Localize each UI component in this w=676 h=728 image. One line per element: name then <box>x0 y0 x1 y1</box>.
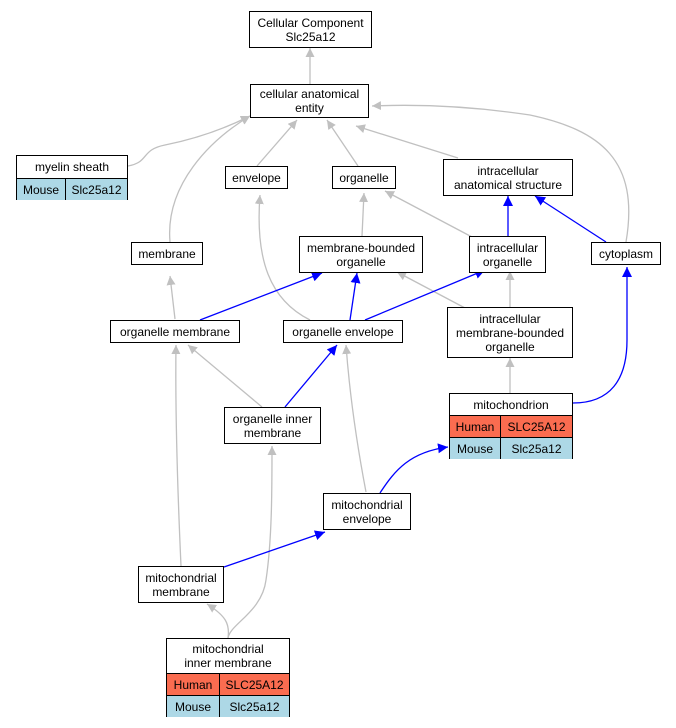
node-label-line: mitochondrial <box>145 570 217 585</box>
gene-cell: Slc25a12 <box>500 438 572 459</box>
node-label-line: organelle <box>485 339 535 354</box>
gene-cell: SLC25A12 <box>500 416 572 437</box>
edge-envelope-to-cae <box>256 119 298 167</box>
edge-mito-to-cytoplasm <box>572 267 632 404</box>
node-label-line: envelope <box>342 511 392 526</box>
node-mitochondrial-envelope[interactable]: mitochondrial envelope <box>323 493 411 530</box>
node-label-line: inner membrane <box>184 656 272 670</box>
gene-cell: SLC25A12 <box>219 674 289 695</box>
species-row-mouse: Mouse Slc25a12 <box>450 437 572 459</box>
species-cell-human: Human <box>450 416 500 437</box>
edge-myelin-to-cae <box>127 115 251 167</box>
edge-om-to-membrane <box>166 275 176 320</box>
node-label-line: Slc25a12 <box>285 29 336 44</box>
node-intracellular-organelle[interactable]: intracellular organelle <box>469 236 546 273</box>
edge-om-to-mbo <box>199 271 323 321</box>
node-cytoplasm[interactable]: cytoplasm <box>591 242 661 265</box>
node-label: cytoplasm <box>598 246 654 261</box>
node-organelle-membrane[interactable]: organelle membrane <box>110 320 240 343</box>
edge-mmem-to-om <box>171 344 182 567</box>
node-label-line: cellular anatomical <box>259 87 360 101</box>
edge-imbo-to-mbo <box>396 271 466 309</box>
edge-oim-to-oe <box>284 344 338 408</box>
node-mitochondrial-inner-membrane[interactable]: mitochondrial inner membrane Human SLC25… <box>166 638 290 717</box>
node-cellular-component-root[interactable]: Cellular Component Slc25a12 <box>249 11 372 48</box>
node-label: organelle envelope <box>292 324 394 339</box>
gene-cell: Slc25a12 <box>219 696 289 717</box>
edge-mim-to-mmem <box>206 603 230 639</box>
node-label-line: Cellular Component <box>257 15 364 30</box>
node-organelle[interactable]: organelle <box>332 166 396 189</box>
edge-oe-to-mbo <box>349 272 361 321</box>
edge-menv-to-oe <box>342 344 367 493</box>
gene-cell: Slc25a12 <box>65 179 127 200</box>
node-label: membrane <box>138 246 196 261</box>
node-header: mitochondrion <box>450 394 572 415</box>
node-label-line: organelle <box>482 254 533 269</box>
edge-cytoplasm-to-ias <box>534 195 607 243</box>
species-cell-mouse: Mouse <box>167 696 219 717</box>
node-label-line: organelle inner <box>232 411 313 426</box>
edge-menv-to-mito <box>379 443 449 494</box>
species-cell-human: Human <box>167 674 219 695</box>
edge-oe-to-envelope <box>254 194 311 321</box>
node-mitochondrial-membrane[interactable]: mitochondrial membrane <box>138 566 224 603</box>
edge-mim-to-oim <box>227 445 277 639</box>
node-label-line: intracellular <box>476 240 539 255</box>
species-row-mouse: Mouse Slc25a12 <box>167 695 289 717</box>
node-label-line: membrane <box>152 584 210 599</box>
node-organelle-envelope[interactable]: organelle envelope <box>283 320 403 343</box>
node-membrane[interactable]: membrane <box>131 242 203 265</box>
edge-oe-to-io <box>364 269 486 321</box>
edge-io-to-organelle <box>384 190 473 238</box>
node-label: envelope <box>232 170 281 185</box>
edge-oim-to-om <box>187 344 263 408</box>
node-label-line: anatomical structure <box>453 177 563 192</box>
node-envelope[interactable]: envelope <box>225 166 288 189</box>
edge-ias-to-cae <box>355 124 459 159</box>
edge-organelle-to-cae <box>326 119 359 167</box>
node-label: mitochondrion <box>473 397 549 412</box>
node-organelle-inner-membrane[interactable]: organelle inner membrane <box>224 407 321 444</box>
species-row: Mouse Slc25a12 <box>17 178 127 200</box>
node-label: organelle <box>339 170 389 185</box>
species-row-human: Human SLC25A12 <box>167 673 289 695</box>
node-label-line: intracellular <box>477 163 539 178</box>
node-label-line: membrane-bounded <box>455 325 565 340</box>
node-label-line: membrane-bounded <box>306 240 416 255</box>
node-label-line: intracellular <box>479 311 541 326</box>
species-row-human: Human SLC25A12 <box>450 415 572 437</box>
node-intracellular-anatomical-structure[interactable]: intracellular anatomical structure <box>443 159 573 196</box>
node-cellular-anatomical-entity[interactable]: cellular anatomical entity <box>250 84 369 118</box>
node-myelin-sheath[interactable]: myelin sheath Mouse Slc25a12 <box>16 155 128 200</box>
node-label-line: mitochondrial <box>331 497 403 512</box>
node-mitochondrion[interactable]: mitochondrion Human SLC25A12 Mouse Slc25… <box>449 393 573 459</box>
species-cell-mouse: Mouse <box>17 179 65 200</box>
edge-cytoplasm-to-cae <box>371 101 630 243</box>
edge-mbo-to-organelle <box>359 192 369 237</box>
node-label: organelle membrane <box>119 324 231 339</box>
node-header: mitochondrial inner membrane <box>167 639 289 673</box>
node-intracellular-membrane-bounded-organelle[interactable]: intracellular membrane-bounded organelle <box>447 307 573 358</box>
edge-mmem-to-menv <box>223 530 326 568</box>
edge-membrane-to-cae <box>169 115 251 243</box>
species-cell-mouse: Mouse <box>450 438 500 459</box>
node-membrane-bounded-organelle[interactable]: membrane-bounded organelle <box>299 236 423 273</box>
node-label-line: organelle <box>336 254 386 269</box>
node-label-line: mitochondrial <box>192 642 264 656</box>
node-label-line: membrane <box>243 425 302 440</box>
node-label: myelin sheath <box>34 160 110 174</box>
node-header: myelin sheath <box>17 156 127 178</box>
node-label-line: entity <box>295 101 324 115</box>
